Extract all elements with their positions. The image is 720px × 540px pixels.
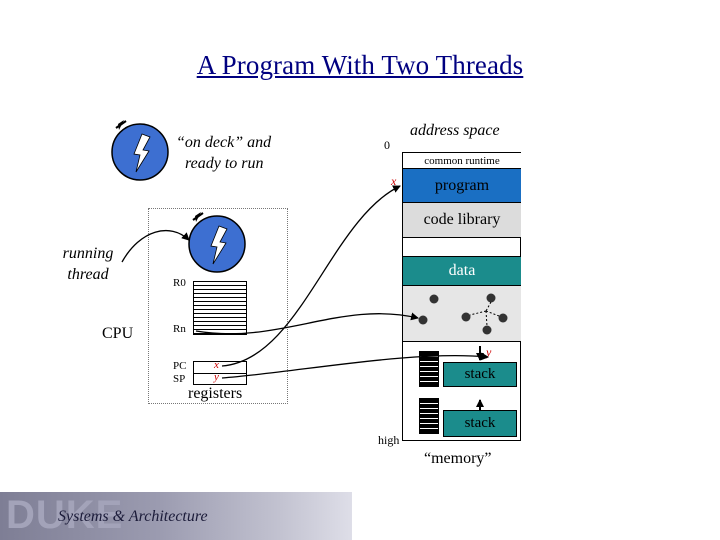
pc-sp-divider [194, 373, 246, 374]
footer-subtitle: Systems & Architecture [58, 508, 208, 525]
thread-stack-block-bottom [419, 398, 439, 434]
register-pc-label: PC [173, 360, 187, 372]
cpu-label: CPU [102, 325, 134, 342]
running-thread-label: running thread [52, 243, 124, 285]
sp-value-marker: y [214, 371, 219, 383]
on-deck-line-2: ready to run [185, 155, 264, 172]
address-low-label: 0 [384, 138, 390, 152]
segment-data: data [403, 256, 521, 286]
register-r0-label: R0 [173, 277, 186, 289]
memory-label: “memory” [424, 450, 492, 467]
on-deck-line-1: “on deck” and [176, 134, 272, 151]
segment-heap [403, 286, 521, 342]
segment-stack-top: stack [443, 362, 517, 387]
program-pointer-marker: x [391, 174, 397, 188]
footer-banner: DUKE Systems & Architecture [0, 492, 352, 540]
registers-label: registers [188, 385, 243, 402]
segment-program: program [403, 169, 521, 203]
pc-sp-registers [193, 361, 247, 385]
duke-logo: DUKE [6, 493, 124, 537]
register-file [193, 281, 247, 335]
address-high-label: high [378, 433, 400, 447]
page-title: A Program With Two Threads [196, 50, 524, 80]
on-deck-label: “on deck” and ready to run [176, 132, 271, 174]
segment-code-library: code library [403, 203, 521, 238]
running-line-2: thread [67, 266, 109, 283]
running-line-1: running [62, 245, 114, 262]
segment-common-runtime: common runtime [403, 153, 521, 169]
segment-stack-bottom: stack [443, 410, 517, 437]
register-rn-label: Rn [173, 323, 186, 335]
register-sp-label: SP [173, 373, 186, 385]
pc-value-marker: x [214, 359, 219, 371]
stack-pointer-marker: y [486, 345, 492, 359]
thread-stack-block-top [419, 351, 439, 387]
on-deck-thread-icon [111, 120, 169, 181]
address-space-label: address space [410, 122, 500, 139]
